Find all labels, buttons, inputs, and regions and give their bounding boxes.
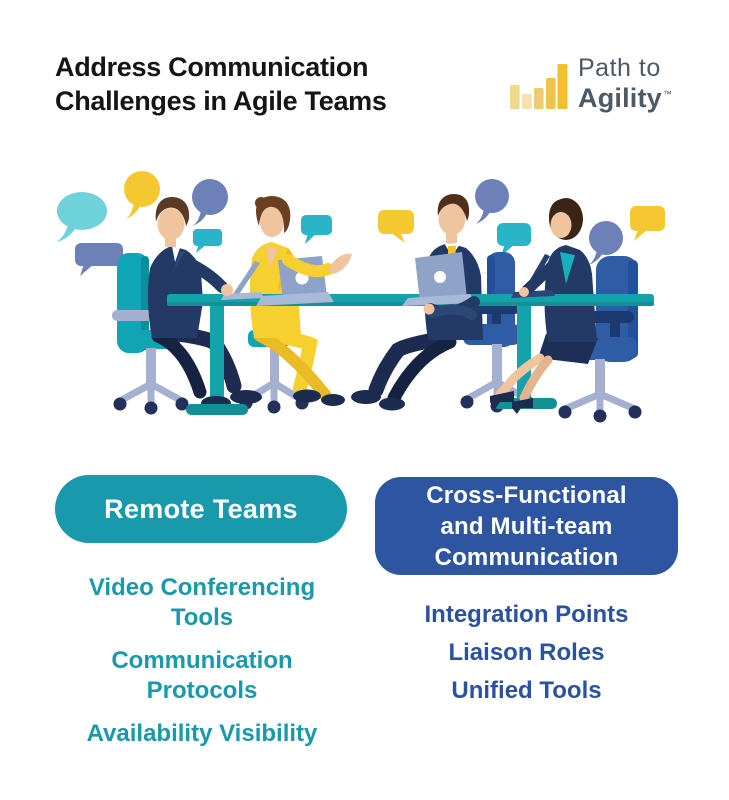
people (147, 194, 598, 405)
remote-teams-items: Video Conferencing Tools Communication P… (40, 573, 364, 762)
remote-teams-header: Remote Teams (55, 475, 347, 543)
speech-bubble-icon (75, 243, 123, 276)
speech-bubble-icon (589, 221, 623, 265)
meeting-illustration (56, 171, 665, 423)
speech-bubble-icon (192, 179, 228, 226)
cross-functional-items: Integration Points Liaison Roles Unified… (375, 601, 678, 715)
speech-bubble-icon (497, 223, 531, 256)
list-item: Communication Protocols (111, 647, 293, 704)
speech-bubble-icon (378, 210, 414, 243)
speech-bubble-icon (124, 171, 160, 219)
list-item: Availability Visibility (86, 720, 318, 747)
laptop-icon (221, 261, 264, 300)
page-title-line1: Address Communication (55, 52, 369, 82)
speech-bubble-icon (193, 229, 222, 253)
list-item: Unified Tools (451, 677, 602, 704)
list-item: Video Conferencing Tools (88, 574, 316, 631)
person-right-woman (495, 198, 598, 403)
person-left-woman (249, 196, 332, 402)
list-item: Integration Points (424, 601, 629, 628)
logo-text-agility: Agility™ (578, 83, 673, 113)
trademark-symbol: ™ (662, 89, 673, 99)
speech-bubble-icon (56, 192, 107, 242)
page-title: Address Communication Challenges in Agil… (55, 50, 475, 118)
speech-bubble-icon (630, 206, 665, 241)
path-to-agility-logo: Path to Agility™ (510, 55, 672, 112)
speech-bubble-icon (475, 179, 509, 224)
cross-functional-header: Cross-Functional and Multi-team Communic… (375, 477, 678, 575)
logo-wordmark: Path to Agility™ (578, 55, 672, 112)
cross-functional-header-label: Cross-Functional and Multi-team Communic… (426, 481, 627, 571)
arms-hands (180, 253, 558, 320)
logo-text-path-to: Path to (578, 54, 661, 82)
page-title-line2: Challenges in Agile Teams (55, 86, 387, 116)
bar-chart-logo-icon (510, 64, 568, 109)
laptop-icon (402, 252, 476, 306)
speech-bubble-icon (301, 215, 332, 244)
speech-bubbles (56, 171, 665, 276)
blue-chair (552, 256, 642, 423)
shoes (186, 389, 533, 415)
table-pedestal-left (210, 300, 224, 410)
list-item: Liaison Roles (448, 639, 605, 666)
